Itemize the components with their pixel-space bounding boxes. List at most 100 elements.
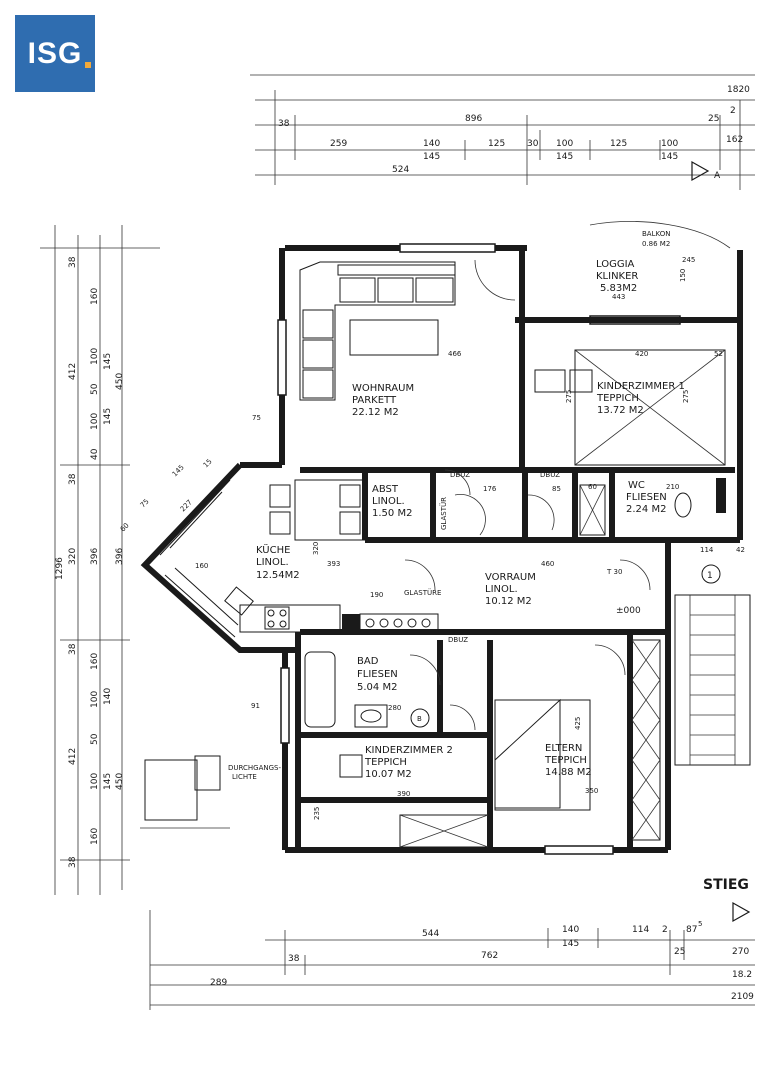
dim-left-140: 140 bbox=[103, 688, 113, 705]
circle-label: 1 bbox=[707, 571, 713, 581]
label-stieg: STIEG bbox=[703, 877, 749, 893]
room-loggia-name: LOGGIA bbox=[596, 259, 635, 270]
dim-left-100d: 100 bbox=[90, 773, 100, 790]
dim-160: 160 bbox=[195, 562, 208, 570]
dim-top-100a: 100 bbox=[556, 139, 573, 149]
dim-bottom-145: 145 bbox=[562, 939, 579, 949]
dim-280: 280 bbox=[388, 704, 401, 712]
dim-left-145c: 145 bbox=[103, 773, 113, 790]
dim-left-160c: 160 bbox=[90, 828, 100, 845]
dim-left-100b: 100 bbox=[90, 413, 100, 430]
room-eltern-area: 14.88 M2 bbox=[545, 767, 592, 778]
room-loggia-dim: 443 bbox=[612, 293, 625, 301]
room-kinder2-floor: TEPPICH bbox=[364, 757, 407, 768]
label-durchgang: DURCHGANGS- bbox=[228, 764, 281, 772]
dim-145: 145 bbox=[171, 463, 186, 478]
dim-top-1820: 1820 bbox=[727, 85, 750, 95]
room-wc-name: WC bbox=[628, 480, 645, 491]
isg-logo: ISG bbox=[15, 15, 95, 92]
detail-box bbox=[144, 759, 198, 821]
dim-left-320: 320 bbox=[68, 548, 78, 565]
label-level: ±000 bbox=[616, 606, 641, 616]
room-vorraum-floor: LINOL. bbox=[485, 584, 518, 595]
room-vorraum-name: VORRAUM bbox=[485, 572, 536, 583]
dim-left-145a: 145 bbox=[103, 353, 113, 370]
dim-left-412b: 412 bbox=[68, 748, 78, 765]
dim-235: 235 bbox=[313, 807, 321, 820]
dim-top-2: 2 bbox=[730, 106, 736, 116]
label-t30: T 30 bbox=[606, 568, 622, 576]
dim-left-38b: 38 bbox=[68, 473, 78, 485]
dim-bottom-38: 38 bbox=[288, 954, 300, 964]
room-wohnraum-name: WOHNRAUM bbox=[352, 383, 414, 394]
dim-left-412a: 412 bbox=[68, 363, 78, 380]
room-kueche-floor: LINOL. bbox=[256, 557, 289, 568]
dim-466: 466 bbox=[448, 350, 462, 358]
section-arrow-top bbox=[691, 160, 710, 182]
dim-15: 15 bbox=[202, 457, 214, 469]
dim-left-38c: 38 bbox=[68, 643, 78, 655]
dim-top-25: 25 bbox=[708, 114, 719, 124]
furniture: B bbox=[224, 261, 726, 848]
room-wc-floor: FLIESEN bbox=[626, 492, 667, 503]
dim-top-38: 38 bbox=[278, 119, 290, 129]
room-bad-name: BAD bbox=[357, 656, 379, 667]
dim-left-38d: 38 bbox=[68, 856, 78, 868]
dim-42: 42 bbox=[736, 546, 745, 554]
dim-left-50b: 50 bbox=[90, 733, 100, 745]
room-kinder1-area: 13.72 M2 bbox=[597, 405, 644, 416]
dim-190: 190 bbox=[370, 591, 383, 599]
dim-left-450a: 450 bbox=[115, 373, 125, 390]
dim-91: 91 bbox=[251, 702, 260, 710]
room-bad-area: 5.04 M2 bbox=[357, 682, 397, 693]
dim-460: 460 bbox=[541, 560, 554, 568]
dim-top-145c: 145 bbox=[661, 152, 678, 162]
room-kueche-name: KÜCHE bbox=[256, 543, 290, 556]
room-kinder2-area: 10.07 M2 bbox=[365, 769, 412, 780]
logo-dot bbox=[85, 62, 91, 68]
label-dbuz-3: DBUZ bbox=[448, 636, 468, 644]
doors bbox=[404, 221, 731, 731]
dim-top-100b: 100 bbox=[661, 139, 678, 149]
room-abst-area: 1.50 M2 bbox=[372, 508, 412, 519]
dim-left-50a: 50 bbox=[90, 383, 100, 395]
inner-dimensions: 466 420 52 393 460 390 350 280 176 85 60… bbox=[119, 256, 745, 820]
section-label-top: A bbox=[714, 171, 721, 181]
misc-labels: DBUZ DBUZ DBUZ GLASTÜR GLASTÜRE DURCHGAN… bbox=[140, 471, 751, 923]
dim-114: 114 bbox=[700, 546, 714, 554]
svg-text:B: B bbox=[417, 715, 422, 723]
room-eltern-name: ELTERN bbox=[545, 743, 582, 754]
dim-176: 176 bbox=[483, 485, 497, 493]
dim-60: 60 bbox=[588, 483, 597, 491]
dim-227: 227 bbox=[179, 498, 194, 513]
dim-left-160a: 160 bbox=[90, 288, 100, 305]
room-loggia-area: 5.83M2 bbox=[600, 283, 637, 294]
dim-left-40: 40 bbox=[90, 448, 100, 460]
dim-bottom-289: 289 bbox=[210, 978, 227, 988]
room-bad-floor: FLIESEN bbox=[357, 669, 398, 680]
label-lichte: LICHTE bbox=[232, 773, 257, 781]
dim-275a: 275 bbox=[565, 390, 573, 403]
dim-left-100a: 100 bbox=[90, 348, 100, 365]
label-dbuz-1: DBUZ bbox=[450, 471, 470, 479]
dim-top-140: 140 bbox=[423, 139, 440, 149]
dim-245: 245 bbox=[682, 256, 695, 264]
dim-bottom-87: 87 bbox=[686, 925, 697, 935]
dim-bottom-182: 18.2 bbox=[732, 970, 752, 980]
dim-left-396a: 396 bbox=[90, 548, 100, 565]
staircase: 1 bbox=[674, 564, 751, 766]
dim-top-125b: 125 bbox=[610, 139, 627, 149]
dim-bottom-114: 114 bbox=[632, 925, 649, 935]
dim-bottom-762: 762 bbox=[481, 951, 498, 961]
room-abst-name: ABST bbox=[372, 484, 399, 495]
room-vorraum-area: 10.12 M2 bbox=[485, 596, 532, 607]
dim-85: 85 bbox=[552, 485, 561, 493]
room-labels: WOHNRAUM PARKETT 22.12 M2 LOGGIA KLINKER… bbox=[256, 230, 685, 780]
dim-bottom-140: 140 bbox=[562, 925, 579, 935]
room-wohnraum-floor: PARKETT bbox=[352, 395, 397, 406]
outer-walls bbox=[140, 243, 743, 855]
dim-left-396b: 396 bbox=[115, 548, 125, 565]
label-glastuer-2: GLASTÜRE bbox=[404, 588, 441, 597]
left-dimension-lines: 1296 412 38 160 100 50 100 40 145 145 45… bbox=[40, 225, 160, 895]
label-glastuer-1: GLASTÜR bbox=[439, 497, 448, 530]
